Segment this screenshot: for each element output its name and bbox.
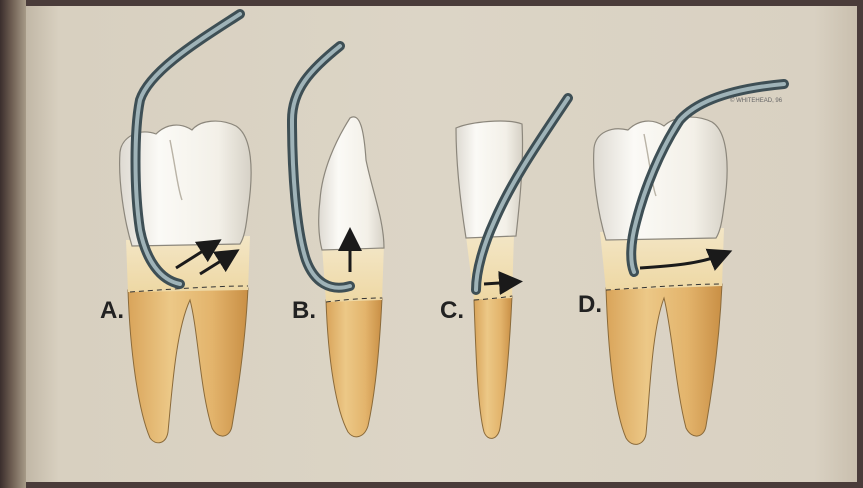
panel-label-c: C. (440, 297, 464, 324)
tooth-b-crown (319, 117, 384, 250)
tooth-b-root (326, 298, 382, 437)
panel-d: D. © WHITEHEAD, 96 (578, 84, 784, 444)
tooth-c-root (474, 296, 512, 438)
panel-label-b: B. (292, 297, 316, 324)
panel-a: A. (100, 14, 251, 443)
panel-label-a: A. (100, 297, 124, 324)
tooth-d-roots (606, 284, 722, 444)
tooth-d-crown (594, 117, 727, 240)
tooth-a-roots (128, 288, 248, 443)
panel-b: B. (292, 46, 384, 437)
panel-label-d: D. (578, 291, 602, 318)
arrow-c (484, 282, 514, 284)
illustrator-credit: © WHITEHEAD, 96 (730, 97, 783, 104)
tooth-b-cervical-band (322, 244, 384, 302)
panel-c: C. (440, 98, 568, 438)
